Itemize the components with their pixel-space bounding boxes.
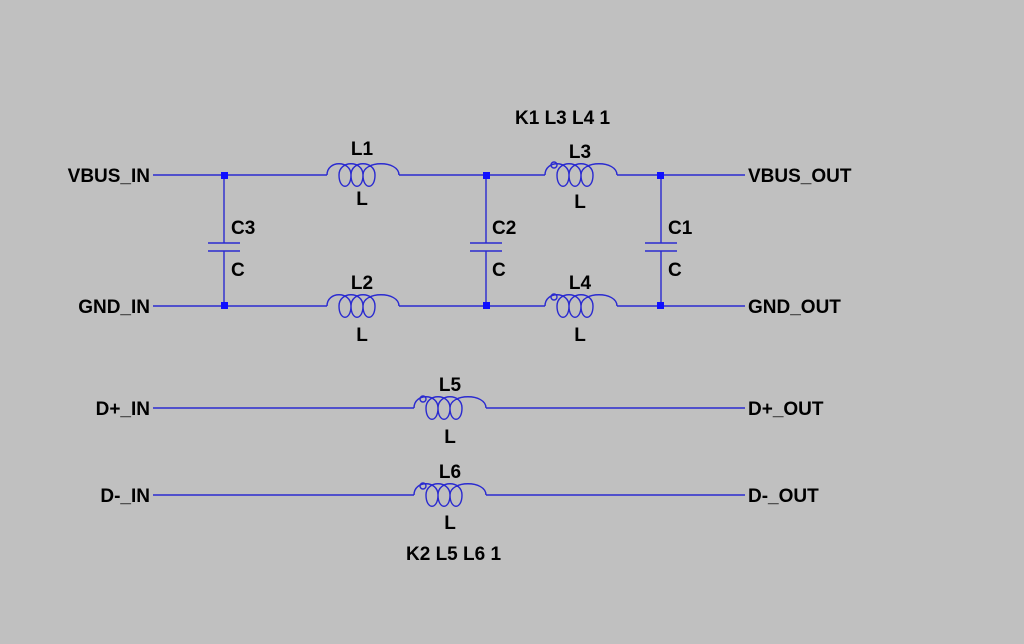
- ref-label-l5: L5: [439, 375, 462, 396]
- port-label-d-minus-in: D-_IN: [100, 486, 150, 507]
- junction-dot: [657, 302, 664, 309]
- ref-label-l6: L6: [439, 462, 461, 483]
- ref-label-c2: C2: [492, 218, 516, 239]
- port-label-vbus-in: VBUS_IN: [68, 166, 150, 187]
- value-label-l1: L: [356, 189, 368, 210]
- ref-label-l1: L1: [351, 139, 374, 160]
- wires: [153, 174, 745, 496]
- inductor-l3[interactable]: [544, 163, 618, 187]
- value-label-l2: L: [356, 325, 368, 346]
- ref-label-l2: L2: [351, 273, 373, 294]
- value-label-l5: L: [444, 427, 456, 448]
- ref-label-l3: L3: [569, 142, 591, 163]
- port-label-gnd-out: GND_OUT: [748, 297, 841, 318]
- capacitor-c1[interactable]: [645, 242, 677, 252]
- port-label-d-plus-out: D+_OUT: [748, 399, 824, 420]
- capacitor-c3[interactable]: [208, 242, 240, 252]
- inductor-l2[interactable]: [326, 294, 400, 318]
- port-label-gnd-in: GND_IN: [78, 297, 150, 318]
- inductor-l1[interactable]: [326, 163, 400, 187]
- inductor-l4[interactable]: [544, 294, 618, 318]
- capacitor-c2[interactable]: [470, 242, 502, 252]
- ref-label-c3: C3: [231, 218, 255, 239]
- value-label-c1: C: [668, 260, 682, 281]
- value-label-c3: C: [231, 260, 245, 281]
- ref-label-c1: C1: [668, 218, 693, 239]
- inductor-l5[interactable]: [413, 396, 487, 420]
- phase-dot-l5: [419, 395, 427, 403]
- junction-dot: [483, 172, 490, 179]
- ref-label-l4: L4: [569, 273, 592, 294]
- port-label-d-plus-in: D+_IN: [96, 399, 150, 420]
- phase-dot-l3: [550, 161, 558, 169]
- junction-dot: [657, 172, 664, 179]
- junction-dot: [221, 302, 228, 309]
- junction-dot: [221, 172, 228, 179]
- value-label-c2: C: [492, 260, 506, 281]
- phase-dot-l4: [550, 293, 558, 301]
- spice-directive-k1[interactable]: K1 L3 L4 1: [515, 108, 610, 129]
- port-label-d-minus-out: D-_OUT: [748, 486, 819, 507]
- value-label-l4: L: [574, 325, 586, 346]
- value-label-l3: L: [574, 192, 586, 213]
- inductor-l6[interactable]: [413, 483, 487, 507]
- port-label-vbus-out: VBUS_OUT: [748, 166, 852, 187]
- junction-dot: [483, 302, 490, 309]
- spice-directive-k2[interactable]: K2 L5 L6 1: [406, 544, 501, 565]
- phase-dot-l6: [419, 482, 427, 490]
- value-label-l6: L: [444, 513, 456, 534]
